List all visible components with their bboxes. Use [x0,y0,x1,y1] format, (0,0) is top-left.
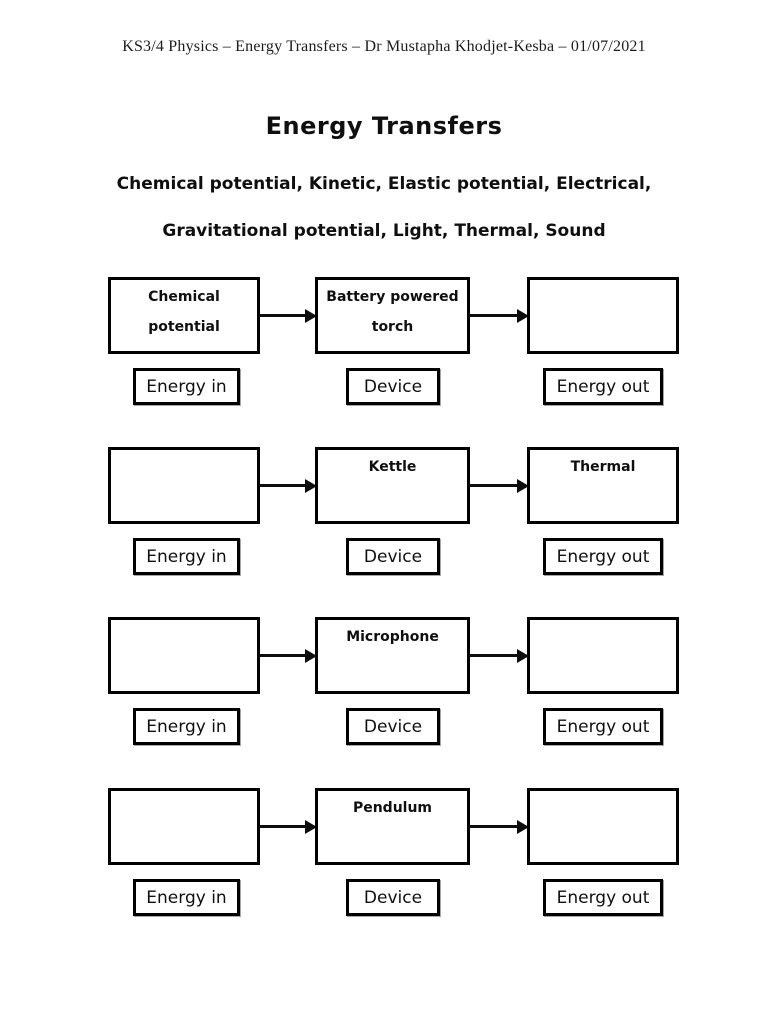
energy-out-box [527,788,679,865]
box-text-line: torch [371,319,414,335]
energy-out-label: Energy out [543,368,663,405]
energy-in-box [108,788,260,865]
energy-out-box: Thermal [527,447,679,524]
energy-out-box [527,277,679,354]
box-text-line [530,627,676,647]
box-text-line: Chemical [148,289,220,305]
transfer-row-torch: Chemical potential Battery powered torch… [0,277,768,409]
arrow-right-icon [259,308,317,323]
energy-types-list-line-2: Gravitational potential, Light, Thermal,… [162,221,606,241]
device-label: Device [346,879,440,916]
energy-in-label: Energy in [133,368,240,405]
arrow-right-icon [259,648,317,663]
box-text-line [530,287,676,307]
box-text-line [111,487,257,507]
box-text-line [111,657,257,677]
box-text-line [530,317,676,337]
device-box: Kettle [315,447,470,524]
page-title: Energy Transfers [265,112,503,140]
energy-out-box [527,617,679,694]
arrow-right-icon [469,308,529,323]
energy-in-label: Energy in [133,879,240,916]
transfer-row-pendulum: Pendulum Energy in Device Energy out [0,788,768,920]
box-text-line: Thermal [570,459,636,475]
box-text-line [530,828,676,848]
device-box: Microphone [315,617,470,694]
arrow-right-icon [469,648,529,663]
energy-in-box [108,617,260,694]
box-text-line: potential [148,319,220,335]
box-text-line [111,798,257,818]
energy-out-label: Energy out [543,538,663,575]
energy-in-box [108,447,260,524]
arrow-right-icon [259,478,317,493]
box-text-line [318,828,467,848]
box-text-line [530,798,676,818]
box-text-line [530,657,676,677]
device-box: Battery powered torch [315,277,470,354]
energy-in-label: Energy in [133,538,240,575]
arrow-right-icon [259,819,317,834]
box-text-line [530,487,676,507]
box-text-line [318,487,467,507]
box-text-line: Battery powered [326,289,459,305]
document-header: KS3/4 Physics – Energy Transfers – Dr Mu… [122,38,646,55]
transfer-row-kettle: Kettle Thermal Energy in Device Energy o… [0,447,768,579]
device-label: Device [346,708,440,745]
box-text-line [111,627,257,647]
energy-in-label: Energy in [133,708,240,745]
energy-out-label: Energy out [543,708,663,745]
box-text-line: Microphone [346,629,439,645]
box-text-line: Pendulum [352,800,433,816]
box-text-line [318,657,467,677]
device-label: Device [346,368,440,405]
box-text-line: Kettle [368,459,417,475]
arrow-right-icon [469,819,529,834]
box-text-line [111,457,257,477]
energy-types-list-line-1: Chemical potential, Kinetic, Elastic pot… [116,174,652,194]
device-box: Pendulum [315,788,470,865]
energy-in-box: Chemical potential [108,277,260,354]
box-text-line [111,828,257,848]
device-label: Device [346,538,440,575]
arrow-right-icon [469,478,529,493]
transfer-row-microphone: Microphone Energy in Device Energy out [0,617,768,749]
energy-out-label: Energy out [543,879,663,916]
